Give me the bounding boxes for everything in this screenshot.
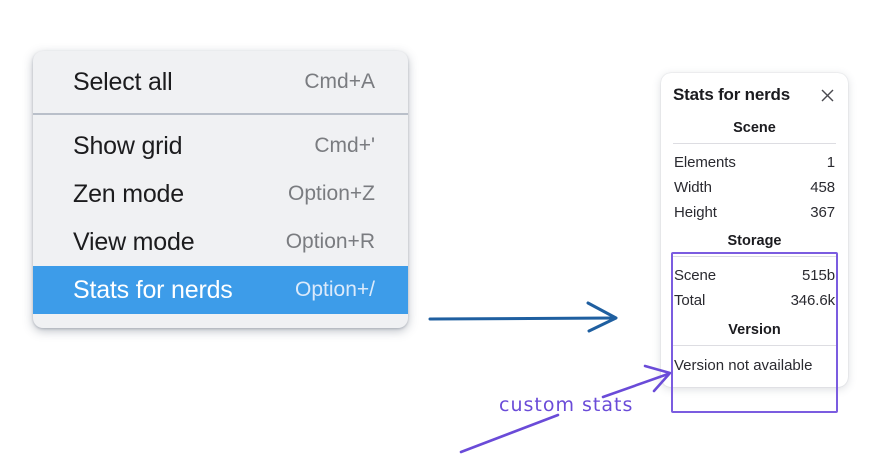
section-rule	[673, 256, 836, 257]
stat-value: 1	[826, 154, 835, 171]
menu-item-label: Show grid	[73, 131, 183, 160]
menu-item-zen-mode[interactable]: Zen mode Option+Z	[33, 170, 408, 218]
menu-item-shortcut: Cmd+A	[304, 70, 375, 93]
section-rule	[673, 143, 836, 144]
custom-stats-annotation-label: custom stats	[499, 394, 634, 416]
stat-row: Scene 515b	[671, 263, 838, 288]
stats-section-scene: Scene Elements 1 Width 458 Height 367	[671, 118, 838, 225]
context-menu: Select all Cmd+A Show grid Cmd+' Zen mod…	[33, 51, 408, 328]
menu-item-label: View mode	[73, 227, 195, 256]
stats-panel-header: Stats for nerds	[671, 85, 838, 105]
stat-value: 458	[810, 179, 835, 196]
stats-section-version: Version Version not available	[671, 313, 838, 376]
stat-value: 367	[810, 204, 835, 221]
menu-item-label: Stats for nerds	[73, 275, 233, 304]
stat-value: 346.6k	[790, 292, 836, 309]
close-icon[interactable]	[819, 87, 836, 104]
purple-underline-stroke	[459, 413, 560, 454]
menu-item-shortcut: Option+/	[295, 278, 375, 301]
menu-item-shortcut: Option+Z	[288, 182, 375, 205]
stats-for-nerds-panel: Stats for nerds Scene Elements 1 Width 4…	[661, 73, 848, 387]
menu-item-select-all[interactable]: Select all Cmd+A	[33, 58, 408, 106]
menu-group-1: Select all Cmd+A	[33, 58, 408, 106]
stat-value: 515b	[802, 267, 835, 284]
section-heading: Version	[728, 322, 781, 338]
stat-row: Elements 1	[671, 150, 838, 175]
section-heading: Storage	[727, 233, 782, 249]
menu-item-view-mode[interactable]: View mode Option+R	[33, 218, 408, 266]
menu-item-stats-for-nerds[interactable]: Stats for nerds Option+/	[33, 266, 408, 314]
section-heading: Scene	[733, 120, 776, 136]
menu-item-shortcut: Cmd+'	[314, 134, 375, 157]
stats-panel-title: Stats for nerds	[673, 85, 790, 104]
menu-group-2: Show grid Cmd+' Zen mode Option+Z View m…	[33, 122, 408, 314]
blue-arrow	[428, 301, 618, 333]
menu-divider	[33, 113, 408, 115]
stat-key: Total	[674, 292, 706, 309]
stat-key: Height	[674, 204, 717, 221]
version-status-text: Version not available	[674, 357, 813, 374]
stat-row: Height 367	[671, 200, 838, 225]
stat-key: Scene	[674, 267, 717, 284]
purple-arrow-to-box	[601, 364, 672, 399]
menu-item-label: Select all	[73, 67, 173, 96]
menu-item-shortcut: Option+R	[285, 230, 375, 253]
stat-key: Elements	[674, 154, 736, 171]
stat-row: Width 458	[671, 175, 838, 200]
menu-bottom-padding	[33, 314, 408, 328]
menu-item-label: Zen mode	[73, 179, 184, 208]
stat-row: Total 346.6k	[671, 288, 838, 313]
stat-key: Width	[674, 179, 712, 196]
stats-section-storage: Storage Scene 515b Total 346.6k	[671, 225, 838, 313]
section-rule	[673, 345, 836, 346]
menu-item-show-grid[interactable]: Show grid Cmd+'	[33, 122, 408, 170]
